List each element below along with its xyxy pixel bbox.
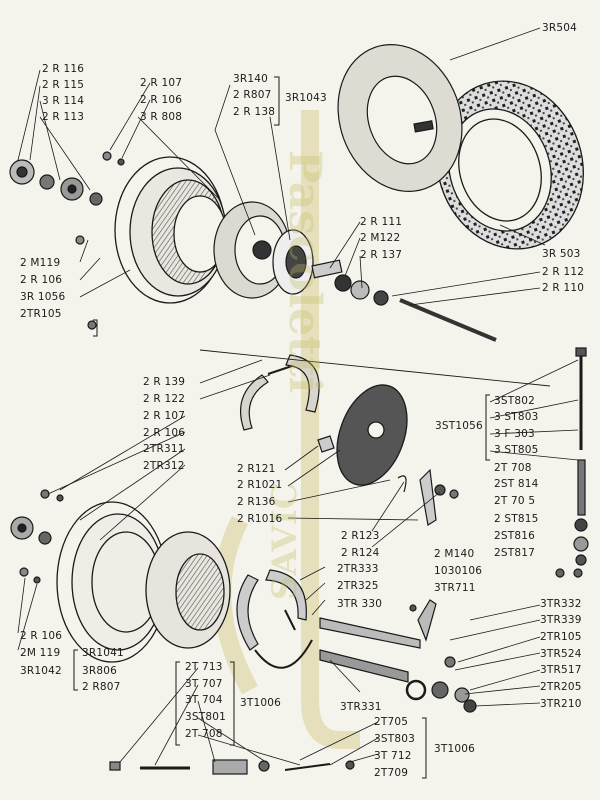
part-label: 2 R 112 (542, 266, 585, 278)
lever-mid (317, 435, 459, 526)
part-label: 2TR205 (540, 681, 582, 693)
part-label: 2 R 122 (143, 393, 186, 405)
part-label: 1030106 (434, 565, 483, 577)
flange-top (272, 229, 314, 295)
watermark-brand: Pascoletti (279, 150, 330, 394)
part-label: 2 R123 (341, 530, 380, 542)
part-label: 3R1043 (285, 92, 327, 104)
part-label: 3R1041 (82, 647, 124, 659)
part-label: 3 ST803 (494, 411, 539, 423)
part-label: 2 R1016 (237, 513, 283, 525)
part-label: 2 R 138 (233, 106, 276, 118)
part-label: 2 R 137 (360, 249, 403, 261)
part-label: 2ST817 (494, 547, 536, 559)
right-column-parts (555, 347, 589, 578)
bearings-top (9, 151, 125, 330)
part-label: 3TR332 (540, 598, 582, 610)
part-label: 2 R 116 (42, 63, 85, 75)
hub-parts-top (311, 259, 497, 342)
part-label: 3ST801 (185, 711, 227, 723)
part-label: 2 M122 (360, 232, 401, 244)
part-label: 3ST802 (494, 395, 536, 407)
brake-drum-top (213, 201, 291, 299)
part-label: 3ST803 (374, 733, 416, 745)
part-label: 2TR333 (337, 563, 379, 575)
part-label: 3T1006 (434, 743, 476, 755)
part-label: 2 M140 (434, 548, 475, 560)
part-label: 2T 70 5 (494, 495, 536, 507)
part-label: 3TR210 (540, 698, 582, 710)
axle-bottom (319, 599, 477, 713)
part-label: 2T 708 (494, 462, 532, 474)
backplate-mid (336, 384, 408, 486)
brackets (73, 76, 490, 779)
part-label: 2 R 106 (140, 94, 183, 106)
part-label: 2 R 106 (143, 427, 186, 439)
part-label: 3R140 (233, 73, 269, 85)
part-label: 2ST 814 (494, 478, 539, 490)
part-label: 3TR339 (540, 614, 582, 626)
part-label: 3R1042 (20, 665, 62, 677)
part-label: 3 F 303 (494, 428, 535, 440)
part-label: 2T 713 (185, 661, 223, 673)
part-label: 2 R 115 (42, 79, 85, 91)
part-label: 3T 704 (185, 694, 223, 706)
part-label: 2TR311 (143, 443, 185, 455)
part-label: 2 R 139 (143, 376, 186, 388)
part-label: 2T705 (374, 716, 409, 728)
part-label: 2TR105 (20, 308, 62, 320)
inner-tube (337, 43, 463, 193)
part-label: 2 R 110 (542, 282, 585, 294)
part-label: 2ST816 (494, 530, 536, 542)
tyre-group (436, 80, 584, 250)
part-label: 2 M119 (20, 257, 61, 269)
leader-lines (17, 27, 579, 766)
part-label: 3 ST805 (494, 444, 539, 456)
part-label: 3TR331 (340, 701, 382, 713)
part-label: 3ST1056 (435, 420, 483, 432)
part-label: 3T 707 (185, 678, 223, 690)
part-label: 2 R 111 (360, 216, 403, 228)
part-label: 3T 712 (374, 750, 412, 762)
part-label: 2 R136 (237, 496, 276, 508)
part-label: 2TR325 (337, 580, 379, 592)
part-label: 3R 503 (542, 248, 581, 260)
brake-shoes-mid (240, 354, 320, 431)
part-label: 3 R 808 (140, 111, 183, 123)
part-label: 2 ST815 (494, 513, 539, 525)
part-label: 3TR711 (434, 582, 476, 594)
part-label: 2TR312 (143, 460, 185, 472)
part-label: 2M 119 (20, 647, 61, 659)
part-label: 2 R1021 (237, 479, 283, 491)
leader-mid (199, 349, 551, 387)
part-label: 3TR524 (540, 648, 582, 660)
wheel-rim-top (114, 156, 227, 304)
part-label: 3TR 330 (337, 598, 383, 610)
part-label: 3R806 (82, 665, 118, 677)
bolts-bottom (109, 759, 355, 775)
part-label: 3TR517 (540, 664, 582, 676)
part-label: 2 R807 (233, 89, 272, 101)
part-label: 3T1006 (240, 697, 282, 709)
part-label: 2 R 106 (20, 630, 63, 642)
part-label: 2TR105 (540, 631, 582, 643)
part-label: 2T709 (374, 767, 409, 779)
part-label: 2 R 113 (42, 111, 85, 123)
part-label: 2 R124 (341, 547, 380, 559)
part-label: 2 R807 (82, 681, 121, 693)
part-label: 3R 1056 (20, 291, 66, 303)
brake-shoes-bottom (236, 569, 313, 669)
bearings-bottom (10, 489, 64, 584)
wheel-rim-bottom (56, 501, 231, 663)
part-label: 2 R 107 (140, 77, 183, 89)
part-label: 3R504 (542, 22, 578, 34)
part-label: 3 R 114 (42, 95, 85, 107)
part-label: 2 R 107 (143, 410, 186, 422)
part-label: 2 R121 (237, 463, 276, 475)
part-label: 2T 708 (185, 728, 223, 740)
part-label: 2 R 106 (20, 274, 63, 286)
